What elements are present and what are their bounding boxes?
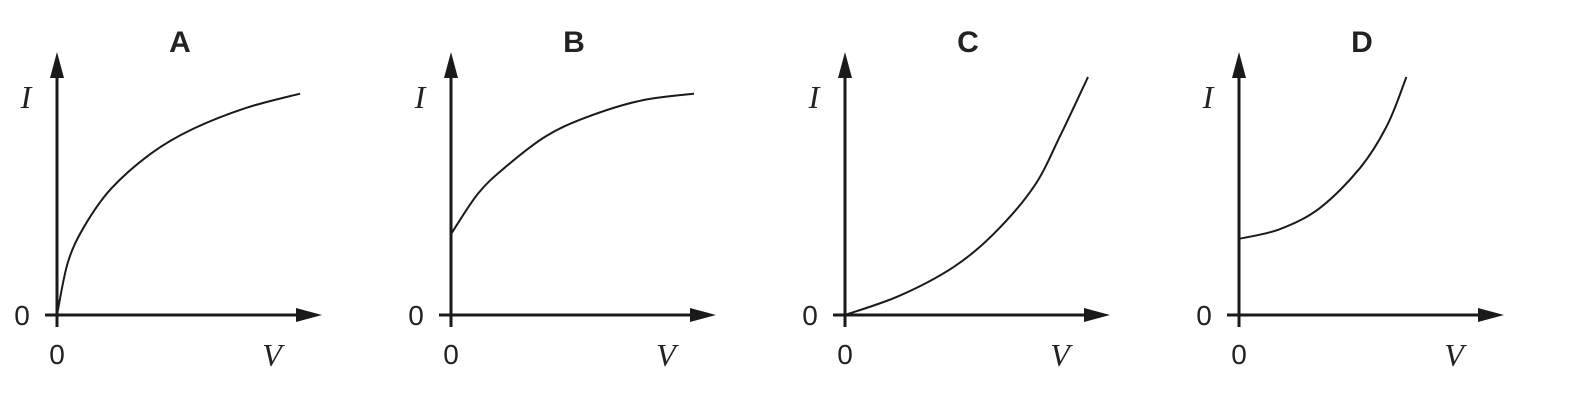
graph-svg: D I V 0 0 [1196, 26, 1504, 373]
graph-svg: B I V 0 0 [408, 26, 716, 373]
x-tick-label: 0 [837, 339, 853, 370]
x-axis-label: V [656, 337, 679, 373]
iv-curve [56, 92, 301, 316]
x-axis-arrow [690, 308, 716, 322]
y-axis-label: I [414, 79, 427, 115]
x-axis-label: V [1444, 337, 1467, 373]
y-tick-label: 0 [408, 300, 424, 331]
y-axis-label: I [808, 79, 821, 115]
y-axis-arrow [838, 52, 852, 78]
graph-svg: A I V 0 0 [14, 26, 322, 373]
plot-area [45, 52, 322, 327]
y-axis-arrow [1232, 52, 1246, 78]
graph-panel: D I V 0 0 [1182, 0, 1580, 404]
y-tick-label: 0 [802, 300, 818, 331]
panel-title: A [169, 26, 191, 59]
x-axis-arrow [296, 308, 322, 322]
graph-panel: C I V 0 0 [788, 0, 1186, 404]
y-axis-label: I [20, 79, 33, 115]
iv-curve [1238, 76, 1408, 240]
plot-area [439, 52, 716, 327]
graph-panel: A I V 0 0 [0, 0, 398, 404]
iv-curve [450, 92, 695, 235]
plot-area [1227, 52, 1504, 327]
x-axis-label: V [262, 337, 285, 373]
y-axis-arrow [444, 52, 458, 78]
x-axis-arrow [1478, 308, 1504, 322]
x-axis-label: V [1050, 337, 1073, 373]
x-axis-arrow [1084, 308, 1110, 322]
plot-area [833, 52, 1110, 327]
x-tick-label: 0 [443, 339, 459, 370]
panel-title: C [957, 26, 979, 59]
graph-panel: B I V 0 0 [394, 0, 792, 404]
y-tick-label: 0 [14, 300, 30, 331]
graph-svg: C I V 0 0 [802, 26, 1110, 373]
y-axis-label: I [1202, 79, 1215, 115]
panel-title: D [1351, 26, 1373, 59]
y-axis-arrow [50, 52, 64, 78]
panel-title: B [563, 26, 585, 59]
x-tick-label: 0 [49, 339, 65, 370]
x-tick-label: 0 [1231, 339, 1247, 370]
y-tick-label: 0 [1196, 300, 1212, 331]
iv-curve [844, 76, 1089, 316]
